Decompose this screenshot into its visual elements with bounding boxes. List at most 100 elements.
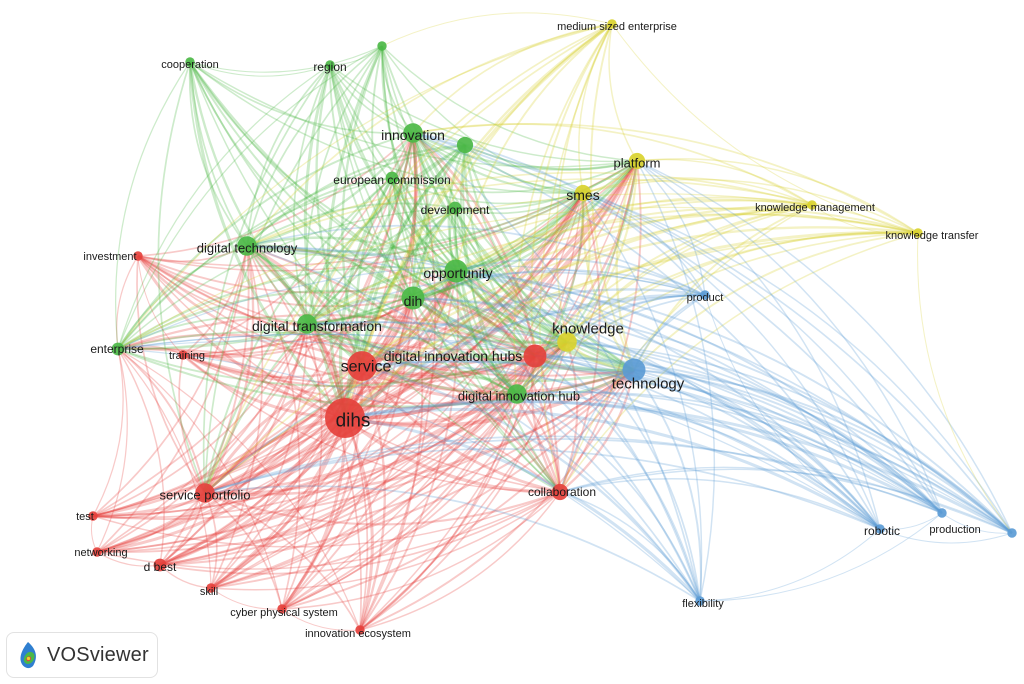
link-flexibility-digital-transformation <box>306 323 701 602</box>
link-robotic-dihs <box>344 407 881 531</box>
link-investment-technology <box>137 255 635 377</box>
node-collaboration[interactable] <box>551 483 569 501</box>
node-service-portfolio[interactable] <box>195 483 215 503</box>
node-dih[interactable] <box>401 286 425 310</box>
link-production-knowledge <box>566 341 943 514</box>
node-networking[interactable] <box>92 547 102 557</box>
link-cooperation-collaboration <box>189 61 561 493</box>
node-investment[interactable] <box>133 251 143 261</box>
link-knowledge-management-knowledge-transfer <box>811 204 919 235</box>
node-platform[interactable] <box>628 152 646 170</box>
link-flexibility-digital-innovation-hub <box>516 393 701 602</box>
node-test[interactable] <box>88 511 98 521</box>
link-dihs-opportunity <box>343 270 458 420</box>
link-flexibility-dihs <box>344 416 702 603</box>
link-test-technology <box>92 369 635 521</box>
link-investment-service <box>137 255 363 368</box>
link-cooperation-region <box>189 61 331 77</box>
node-digital-technology[interactable] <box>237 236 257 256</box>
node-cooperation[interactable] <box>185 57 195 67</box>
link-production-collaboration <box>559 466 943 514</box>
link-digital-innovation-hub-smes <box>516 192 585 395</box>
link-digital-innovation-hub-enterprise <box>117 331 518 395</box>
link-knowledge-management-digital-transformation <box>306 198 813 325</box>
link-flexibility-service <box>361 364 701 602</box>
link-production-digital-innovation-hub <box>516 391 943 514</box>
link-production-service <box>361 360 943 514</box>
link-knowledge-management-platform <box>636 158 813 206</box>
node-skill[interactable] <box>206 583 216 593</box>
link-test-platform <box>92 160 638 517</box>
node-green-mid[interactable] <box>456 136 474 154</box>
node-digital-transformation[interactable] <box>297 314 317 334</box>
link-collaboration-digital-innovation-hub <box>516 393 562 493</box>
link-digital-transformation-innovation <box>306 132 415 325</box>
node-development[interactable] <box>448 201 462 215</box>
link-product-collaboration <box>559 294 706 493</box>
link-knowledge-platform <box>566 160 639 343</box>
link-robotic-digital-innovation-hub <box>516 393 881 530</box>
link-opportunity-technology <box>454 270 635 372</box>
node-product[interactable] <box>700 290 710 300</box>
node-cyber-physical-system[interactable] <box>277 604 287 614</box>
link-investment-service-portfolio <box>136 255 206 494</box>
link-innovation-ecosystem-dihs <box>343 417 374 631</box>
link-investment-platform <box>137 160 638 267</box>
node-innovation[interactable] <box>403 123 423 143</box>
link-innovation-ecosystem-technology <box>359 369 635 631</box>
node-knowledge[interactable] <box>557 332 577 352</box>
label-smes: smes <box>566 187 599 203</box>
node-medium-sized-enterprise[interactable] <box>607 19 617 29</box>
link-investment-knowledge <box>137 255 568 351</box>
link-innovation-digital-innovation-hub <box>411 132 518 395</box>
link-service-portfolio-smes <box>204 192 584 495</box>
node-production[interactable] <box>937 508 947 518</box>
link-training-service <box>182 353 363 379</box>
link-european-commission-service-portfolio <box>204 177 393 494</box>
link-green-mid-smes <box>464 144 584 194</box>
node-dihs[interactable] <box>325 398 365 438</box>
node-innovation-ecosystem[interactable] <box>355 625 365 635</box>
node-service[interactable] <box>347 351 377 381</box>
node-blue-edge[interactable] <box>1007 528 1017 538</box>
node-green-top[interactable] <box>377 41 387 51</box>
link-service-portfolio-enterprise <box>117 348 206 494</box>
link-dihs-innovation <box>343 132 418 420</box>
node-region[interactable] <box>325 60 335 70</box>
label-service: service <box>341 359 392 376</box>
label-innovation: innovation <box>381 127 445 143</box>
link-region-innovation <box>329 64 414 134</box>
node-flexibility[interactable] <box>695 596 705 606</box>
link-d-best-dihs <box>159 417 347 567</box>
node-knowledge-management[interactable] <box>807 200 817 210</box>
link-green-mid-dihs <box>343 143 467 419</box>
link-enterprise-knowledge <box>117 341 568 387</box>
link-robotic-production <box>879 512 943 530</box>
link-cooperation-knowledge <box>189 61 568 343</box>
node-digital-innovation-hubs[interactable] <box>523 344 547 368</box>
node-enterprise[interactable] <box>111 342 125 356</box>
link-skill-knowledge <box>210 341 568 589</box>
link-blue-edge-digital-technology <box>246 245 1013 534</box>
node-opportunity[interactable] <box>444 259 468 283</box>
link-cooperation-opportunity <box>189 61 457 272</box>
link-cooperation-green-top <box>189 45 383 73</box>
link-knowledge-transfer-digital-innovation-hub <box>516 232 919 395</box>
node-european-commission[interactable] <box>385 171 399 185</box>
link-d-best-innovation <box>159 132 414 566</box>
node-digital-innovation-hub[interactable] <box>507 384 527 404</box>
node-robotic[interactable] <box>875 524 885 534</box>
link-training-dihs <box>182 353 346 420</box>
label-training: training <box>169 350 205 362</box>
link-production-dih <box>412 297 943 514</box>
node-technology[interactable] <box>622 358 646 382</box>
link-skill-opportunity <box>210 270 457 589</box>
link-dihs-platform <box>344 160 639 420</box>
node-smes[interactable] <box>574 184 592 202</box>
link-robotic-enterprise <box>117 340 881 530</box>
node-training[interactable] <box>178 350 188 360</box>
link-skill-enterprise <box>117 348 212 589</box>
node-d-best[interactable] <box>153 558 167 572</box>
link-innovation-ecosystem-digital-innovation-hub <box>359 393 518 631</box>
node-knowledge-transfer[interactable] <box>913 228 923 238</box>
